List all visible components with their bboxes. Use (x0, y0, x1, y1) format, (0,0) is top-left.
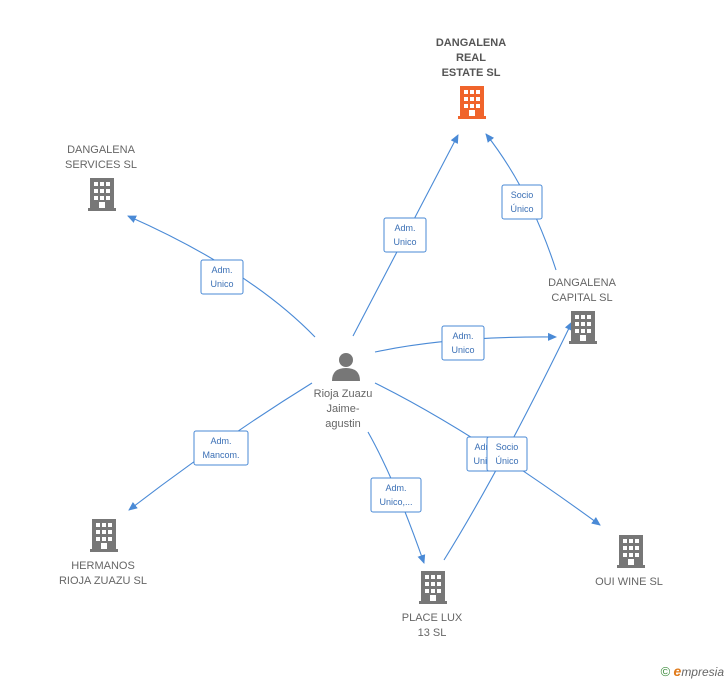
edge-label-line: Socio (496, 442, 519, 452)
node-label-line: OUI WINE SL (595, 576, 663, 588)
node-label-line: DANGALENA (436, 37, 506, 49)
node-label-line: DANGALENA (548, 277, 617, 289)
edge-label-line: Adm. (210, 436, 231, 446)
node-person[interactable]: Rioja Zuazu Jaime- agustin (314, 353, 373, 430)
edge-label-person-hermanos: Adm. Mancom. (193, 430, 249, 466)
edge-label-line: Único (495, 456, 518, 466)
node-label-line: REAL (456, 52, 486, 64)
edge-label-line: Socio (511, 190, 534, 200)
brand-logo-text: mpresia (681, 665, 724, 679)
edge-label-capital-real-estate: Socio Único (501, 184, 543, 220)
building-icon (569, 311, 597, 344)
edge-label-line: Adm. (385, 483, 406, 493)
node-label-line: Rioja Zuazu (314, 388, 373, 400)
node-label-line: RIOJA ZUAZU SL (59, 575, 147, 587)
node-capital[interactable]: DANGALENA CAPITAL SL (548, 277, 617, 344)
person-icon (332, 353, 360, 381)
edge-label-line: Adm. (211, 265, 232, 275)
node-label-line: DANGALENA (67, 144, 136, 156)
edge-label-line: Mancom. (202, 450, 239, 460)
edge-label-line: Unico,... (379, 497, 412, 507)
node-oui-wine[interactable]: OUI WINE SL (595, 535, 663, 588)
node-label-line: ESTATE SL (442, 67, 501, 79)
edge-label-line: Unico (473, 456, 496, 466)
building-icon (419, 571, 447, 604)
building-icon (90, 519, 118, 552)
edge-label-person-services: Adm. Unico (200, 259, 244, 295)
node-hermanos[interactable]: HERMANOS RIOJA ZUAZU SL (59, 519, 147, 587)
edge-label-person-capital: Adm. Unico (441, 325, 485, 361)
copyright-symbol: © (660, 664, 671, 679)
edge-label-line: Adm. (394, 223, 415, 233)
building-icon (458, 86, 486, 119)
node-real-estate[interactable]: DANGALENA REAL ESTATE SL (436, 37, 506, 119)
edge-label-line: Unico (210, 279, 233, 289)
edge-label-line: Único (510, 204, 533, 214)
building-icon (88, 178, 116, 211)
node-label-line: SERVICES SL (65, 159, 137, 171)
edge-label-line: Unico (451, 345, 474, 355)
node-place-lux[interactable]: PLACE LUX 13 SL (402, 571, 463, 639)
node-label-line: 13 SL (418, 627, 447, 639)
node-label-line: PLACE LUX (402, 612, 463, 624)
edge-label-place-lux-capital: Socio Único (486, 436, 528, 472)
building-icon (617, 535, 645, 568)
edge-label-line: Adm. (452, 331, 473, 341)
edge-label-person-place-lux: Adm. Unico,... (370, 477, 422, 513)
brand-logo-e: e (673, 663, 682, 679)
node-label-line: HERMANOS (71, 560, 135, 572)
edge-label-line: Unico (393, 237, 416, 247)
edge-label-person-real-estate: Adm. Unico (383, 217, 427, 253)
edge-label-line: Adm. (474, 442, 495, 452)
node-label-line: Jaime- (326, 403, 359, 415)
node-label-line: agustin (325, 418, 360, 430)
footer-brand: © empresia (661, 663, 724, 679)
node-label-line: CAPITAL SL (551, 292, 612, 304)
node-services[interactable]: DANGALENA SERVICES SL (65, 144, 137, 211)
